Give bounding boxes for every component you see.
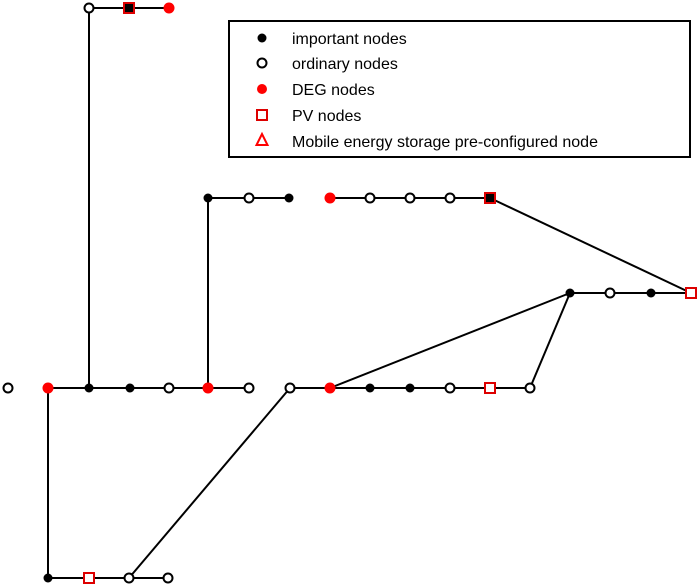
important-node bbox=[84, 383, 94, 393]
ordinary-node bbox=[162, 572, 174, 584]
legend-box bbox=[228, 20, 691, 158]
deg-node bbox=[42, 382, 54, 394]
ordinary-node bbox=[243, 382, 255, 394]
deg-node bbox=[163, 2, 175, 14]
ordinary-node bbox=[163, 382, 175, 394]
ordinary-node bbox=[444, 192, 456, 204]
ordinary-nodes bbox=[2, 2, 616, 584]
legend-important-label: important nodes bbox=[292, 31, 407, 48]
important-node bbox=[365, 383, 375, 393]
important-node bbox=[565, 288, 575, 298]
ordinary-node bbox=[123, 572, 135, 584]
legend-mobile-label: Mobile energy storage pre-configured nod… bbox=[292, 134, 598, 151]
legend-pv-label: PV nodes bbox=[292, 108, 361, 125]
ordinary-node bbox=[404, 192, 416, 204]
legend-ordinary-marker bbox=[256, 57, 268, 69]
ordinary-node bbox=[444, 382, 456, 394]
pv-node-filled bbox=[484, 192, 496, 204]
ordinary-node bbox=[284, 382, 296, 394]
ordinary-node bbox=[243, 192, 255, 204]
important-node bbox=[405, 383, 415, 393]
ordinary-node bbox=[604, 287, 616, 299]
legend-mobile-marker bbox=[254, 131, 270, 146]
legend-important-marker bbox=[257, 33, 267, 43]
important-nodes bbox=[43, 193, 656, 583]
pv-node-filled bbox=[123, 2, 135, 14]
deg-node bbox=[324, 382, 336, 394]
legend-ordinary-label: ordinary nodes bbox=[292, 56, 398, 73]
ordinary-node bbox=[364, 192, 376, 204]
edge bbox=[329, 292, 571, 389]
deg-nodes bbox=[42, 2, 336, 394]
ordinary-node bbox=[524, 382, 536, 394]
important-node bbox=[284, 193, 294, 203]
legend-pv-marker bbox=[256, 109, 268, 121]
deg-node bbox=[202, 382, 214, 394]
pv-nodes bbox=[83, 2, 697, 584]
pv-node bbox=[83, 572, 95, 584]
legend-deg-label: DEG nodes bbox=[292, 82, 375, 99]
edge bbox=[128, 387, 291, 579]
edge bbox=[529, 292, 571, 389]
important-node bbox=[125, 383, 135, 393]
pv-node bbox=[484, 382, 496, 394]
important-node bbox=[203, 193, 213, 203]
legend-deg-marker bbox=[257, 84, 267, 94]
pv-node bbox=[685, 287, 697, 299]
ordinary-node bbox=[83, 2, 95, 14]
deg-node bbox=[324, 192, 336, 204]
important-node bbox=[43, 573, 53, 583]
important-node bbox=[646, 288, 656, 298]
edge bbox=[489, 197, 692, 294]
legend: important nodes ordinary nodes DEG nodes… bbox=[228, 20, 691, 158]
ordinary-node bbox=[2, 382, 14, 394]
